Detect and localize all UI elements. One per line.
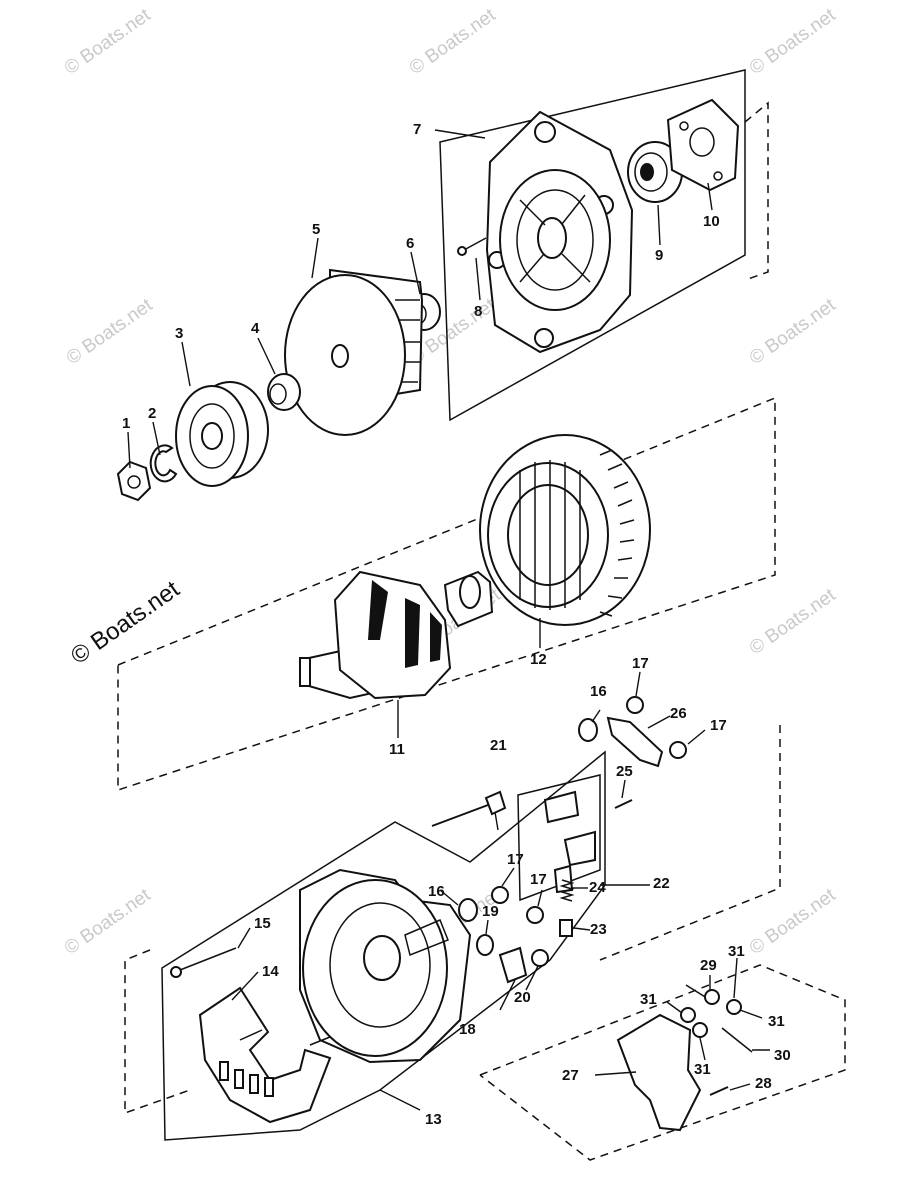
nut [116, 460, 152, 502]
through-bolt [170, 947, 237, 978]
callout-17: 17 [530, 871, 547, 888]
rotor-stator-dashed-frame [117, 396, 776, 792]
slip-ring-end-frame [161, 750, 606, 1141]
callout-4: 4 [251, 320, 260, 337]
nut [526, 906, 544, 924]
watermark: © Boats.net [66, 575, 185, 669]
brush [559, 919, 573, 937]
callout-31: 31 [768, 1013, 785, 1030]
nut [491, 886, 509, 904]
watermark: © Boats.net [61, 4, 155, 79]
callout-11: 11 [389, 741, 405, 758]
slip-ring-end-group [124, 696, 846, 1161]
callout-17: 17 [710, 717, 727, 734]
callout-24: 24 [589, 879, 606, 896]
retainer-plate [666, 98, 740, 192]
nut [669, 741, 687, 759]
nut [626, 696, 644, 714]
callout-31: 31 [694, 1061, 711, 1078]
callout-28: 28 [755, 1075, 772, 1092]
drive-end-housing [485, 110, 634, 354]
screw [614, 799, 633, 809]
callout-17: 17 [632, 655, 649, 672]
through-bolt [431, 790, 507, 827]
callout-6: 6 [406, 235, 414, 252]
lock-ring [149, 444, 178, 483]
callout-7: 7 [413, 121, 421, 138]
callout-23: 23 [590, 921, 607, 938]
callout-18: 18 [459, 1021, 476, 1038]
nut [531, 949, 549, 967]
regulator-assembly [517, 774, 601, 902]
bracket [616, 1013, 702, 1132]
slip-ring-end-housing [299, 868, 472, 1064]
callout-13: 13 [425, 1111, 442, 1128]
leader-lines [127, 129, 770, 1111]
callout-9: 9 [655, 247, 663, 264]
callout-20: 20 [514, 989, 531, 1006]
callout-25: 25 [616, 763, 633, 780]
watermark: © Boats.net [746, 584, 840, 659]
callout-16: 16 [428, 883, 445, 900]
callout-26: 26 [670, 705, 687, 722]
washer [578, 718, 598, 742]
callout-21: 21 [490, 737, 507, 754]
callout-17: 17 [507, 851, 524, 868]
callout-12: 12 [530, 651, 547, 668]
washer [476, 934, 494, 956]
rotor-stator-group [117, 396, 776, 792]
callout-22: 22 [653, 875, 670, 892]
pulley [175, 381, 269, 487]
nut [692, 1022, 708, 1038]
bracket-dashed-frame [479, 964, 846, 1161]
brush-spring [559, 879, 575, 902]
callout-5: 5 [312, 221, 320, 238]
terminal-wire [721, 1027, 753, 1053]
stator [479, 434, 651, 626]
callout-30: 30 [774, 1047, 791, 1064]
callout-2: 2 [148, 405, 156, 422]
callout-8: 8 [474, 303, 482, 320]
slip-ring-end-dashed-frame [124, 725, 781, 1115]
callout-27: 27 [562, 1067, 579, 1084]
callout-3: 3 [175, 325, 183, 342]
callout-19: 19 [482, 903, 499, 920]
callout-29: 29 [700, 957, 717, 974]
heat-shield [198, 986, 332, 1124]
watermark: © Boats.net [61, 884, 155, 959]
nut [704, 989, 720, 1005]
watermark: © Boats.net [746, 4, 840, 79]
nut [680, 1007, 696, 1023]
drive-end-group [116, 69, 769, 502]
watermark: © Boats.net [746, 294, 840, 369]
watermark: © Boats.net [406, 4, 500, 79]
callout-31: 31 [640, 991, 657, 1008]
drive-end-group-frame [439, 69, 746, 422]
drive-end-group-dashed-frame [744, 101, 769, 281]
rotor [298, 570, 494, 700]
screw [457, 237, 487, 256]
fan [284, 268, 424, 436]
callout-1: 1 [122, 415, 130, 432]
callout-31: 31 [728, 943, 745, 960]
screw [709, 1086, 729, 1096]
spacer [267, 373, 301, 411]
washer [458, 898, 478, 922]
nut [726, 999, 742, 1015]
callout-10: 10 [703, 213, 720, 230]
watermark: © Boats.net [63, 294, 157, 369]
callout-14: 14 [262, 963, 279, 980]
callout-labels: 7 5 6 4 3 2 1 8 9 10 11 12 13 14 15 16 1… [122, 121, 791, 1128]
terminal [498, 946, 528, 984]
callout-15: 15 [254, 915, 271, 932]
link [606, 716, 664, 768]
callout-16: 16 [590, 683, 607, 700]
